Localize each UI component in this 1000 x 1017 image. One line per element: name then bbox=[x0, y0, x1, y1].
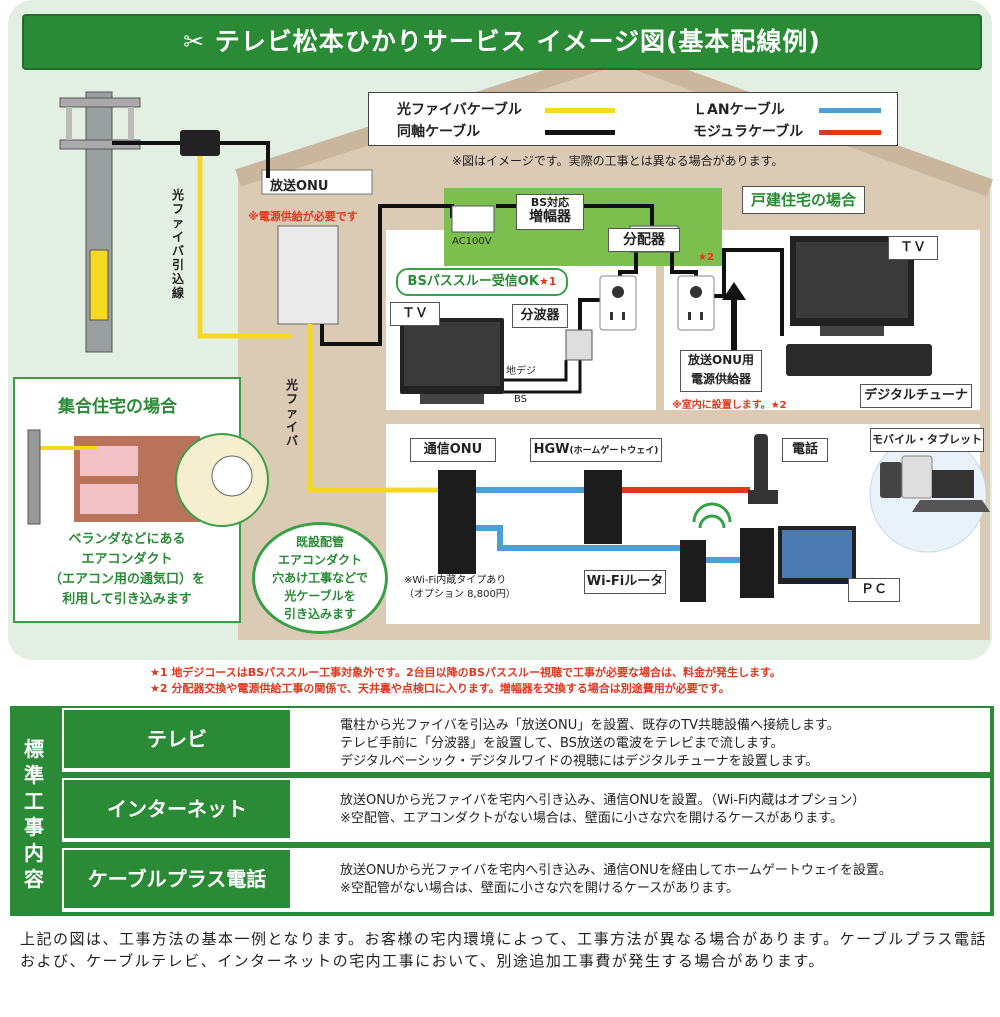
legend: 光ファイバケーブル 同軸ケーブル ＬANケーブル モジュラケーブル bbox=[368, 92, 898, 146]
tv-right-label: ＴＶ bbox=[888, 236, 938, 260]
row-line: ※空配管、エアコンダクトがない場合は、壁面に小さな穴を開けるケースがあります。 bbox=[340, 811, 843, 826]
bs-amp-line1: BS対応 bbox=[530, 196, 570, 209]
side-label-text: 標準工事内容 bbox=[24, 737, 44, 891]
splitter-star: ★2 bbox=[698, 252, 714, 263]
power-note: ※電源供給が必要です bbox=[248, 210, 358, 223]
hgw-sub: (ホームゲートウェイ) bbox=[569, 446, 659, 456]
row-text: 放送ONUから光ファイバを宅内へ引き込み、通信ONUを設置。（Wi-Fi内蔵はオ… bbox=[340, 792, 865, 828]
standard-row-tv: テレビ 電柱から光ファイバを引込み「放送ONU」を設置、既存のTV共聴設備へ接続… bbox=[62, 708, 990, 772]
standard-row-phone: ケーブルプラス電話 放送ONUから光ファイバを宅内へ引き込み、通信ONUを経由し… bbox=[62, 848, 990, 912]
standard-work-side-label: 標準工事内容 bbox=[10, 706, 58, 916]
legend-fiber: 光ファイバケーブル bbox=[397, 102, 522, 118]
row-text: 電柱から光ファイバを引込み「放送ONU」を設置、既存のTV共聴設備へ接続します。… bbox=[340, 717, 840, 771]
standard-row-internet: インターネット 放送ONUから光ファイバを宅内へ引き込み、通信ONUを設置。（W… bbox=[62, 778, 990, 842]
apartment-case-label: 集合住宅の場合 bbox=[58, 397, 177, 417]
apartment-text-line: 利用して引き込みます bbox=[62, 592, 192, 607]
mobile-label: モバイル・タブレット bbox=[870, 428, 984, 452]
row-heading: インターネット bbox=[64, 780, 290, 838]
bubble-line: 光ケーブルを bbox=[284, 589, 356, 603]
footnote-2: ★2 分配器交換や電源供給工事の関係で、天井裏や点検口に入ります。増幅器を交換す… bbox=[150, 682, 730, 695]
apartment-text-line: ベランダなどにある bbox=[68, 532, 186, 547]
legend-lan-swatch bbox=[819, 108, 881, 113]
row-heading: テレビ bbox=[64, 710, 290, 768]
footnotes: ★1 地デジコースはBSパススルー工事対象外です。2台目以降のBSパススルー視聴… bbox=[150, 665, 980, 697]
row-heading: ケーブルプラス電話 bbox=[64, 850, 290, 908]
power-supply-line2: 電源供給器 bbox=[690, 372, 751, 386]
diagram: ✂ テレビ松本ひかりサービス イメージ図(基本配線例) 光ファイバケーブル 同軸… bbox=[8, 0, 994, 697]
utility-pole bbox=[59, 91, 141, 353]
row-line: 電柱から光ファイバを引込み「放送ONU」を設置、既存のTV共聴設備へ接続します。 bbox=[340, 718, 840, 733]
wifi-note-line1: ※Wi-Fi内蔵タイプあり bbox=[404, 575, 507, 586]
drop-line-label: 光ファイバ引込線 bbox=[172, 188, 185, 300]
bs-passthrough-star: ★1 bbox=[538, 275, 557, 288]
fiber-label: 光ファイバ bbox=[286, 378, 299, 448]
demux-label: 分波器 bbox=[512, 304, 568, 328]
indoor-note: ※室内に設置します。★2 bbox=[672, 400, 787, 411]
hgw-text: HGW bbox=[533, 442, 570, 457]
power-supply-unit: 放送ONU用 電源供給器 bbox=[680, 350, 762, 392]
bubble-line: 既設配管 bbox=[295, 535, 344, 549]
bs-amp-line2: 増幅器 bbox=[529, 209, 571, 225]
conduit-bubble: 既設配管 エアコンダクト 穴あけ工事などで 光ケーブルを 引き込みます bbox=[252, 522, 388, 634]
digital-tuner-label: デジタルチューナ bbox=[860, 384, 972, 408]
tv-left-label: ＴＶ bbox=[390, 302, 440, 326]
onu-broadcast-label: 放送ONU bbox=[270, 179, 329, 194]
legend-lan: ＬANケーブル bbox=[693, 102, 785, 118]
bubble-line: 引き込みます bbox=[283, 607, 356, 621]
terrestrial-label: 地デジ bbox=[506, 366, 536, 377]
ac100v-label: AC100V bbox=[452, 236, 492, 247]
phone-label: 電話 bbox=[782, 438, 828, 462]
house-case-label: 戸建住宅の場合 bbox=[742, 186, 866, 214]
legend-modular: モジュラケーブル bbox=[693, 124, 804, 140]
row-line: 放送ONUから光ファイバを宅内へ引き込み、通信ONUを設置。（Wi-Fi内蔵はオ… bbox=[340, 793, 866, 808]
standard-work-table: 標準工事内容 テレビ 電柱から光ファイバを引込み「放送ONU」を設置、既存のTV… bbox=[10, 706, 994, 916]
splitter-label: 分配器 bbox=[608, 228, 680, 252]
legend-modular-swatch bbox=[819, 130, 881, 135]
wifi-note-line2: （オプション 8,800円） bbox=[404, 589, 516, 600]
hgw-label: HGW(ホームゲートウェイ) bbox=[530, 438, 662, 462]
row-line: ※空配管がない場合は、壁面に小さな穴を開けるケースがあります。 bbox=[340, 881, 739, 896]
wifi-router-label: Wi-Fiルータ bbox=[584, 570, 666, 594]
wifi-note: ※Wi-Fi内蔵タイプあり （オプション 8,800円） bbox=[404, 574, 516, 602]
diagram-title: ✂ テレビ松本ひかりサービス イメージ図(基本配線例) bbox=[22, 14, 982, 70]
bottom-note: 上記の図は、工事方法の基本一例となります。お客様の宅内環境によって、工事方法が異… bbox=[20, 930, 987, 970]
legend-coax-swatch bbox=[545, 130, 615, 135]
row-line: デジタルベーシック・デジタルワイドの視聴にはデジタルチューナを設置します。 bbox=[340, 754, 819, 769]
row-line: 放送ONUから光ファイバを宅内へ引き込み、通信ONUを経由してホームゲートウェイ… bbox=[340, 863, 892, 878]
bs-passthrough-text: BSパススルー受信OK bbox=[407, 274, 539, 289]
bs-label: BS bbox=[514, 394, 528, 405]
comm-onu-label: 通信ONU bbox=[410, 438, 496, 462]
bs-passthrough-badge: BSパススルー受信OK★1 bbox=[396, 268, 568, 296]
tools-icon: ✂ bbox=[183, 27, 215, 56]
pc-label: ＰＣ bbox=[848, 578, 900, 602]
power-supply-line1: 放送ONU用 bbox=[688, 353, 754, 367]
apartment-text-line: エアコンダクト bbox=[81, 552, 173, 567]
apartment-text: ベランダなどにある エアコンダクト （エアコン用の通気口）を 利用して引き込みま… bbox=[20, 530, 234, 610]
apartment-text-line: （エアコン用の通気口）を bbox=[48, 572, 205, 587]
legend-coax: 同軸ケーブル bbox=[397, 124, 481, 140]
footnote-1: ★1 地デジコースはBSパススルー工事対象外です。2台目以降のBSパススルー視聴… bbox=[150, 666, 781, 679]
legend-fiber-swatch bbox=[545, 108, 615, 113]
disclaimer: ※図はイメージです。実際の工事とは異なる場合があります。 bbox=[452, 154, 784, 168]
bubble-line: エアコンダクト bbox=[277, 553, 362, 567]
row-line: テレビ手前に「分波器」を設置して、BS放送の電波をテレビまで流します。 bbox=[340, 736, 784, 751]
bubble-line: 穴あけ工事などで bbox=[272, 571, 368, 585]
row-text: 放送ONUから光ファイバを宅内へ引き込み、通信ONUを経由してホームゲートウェイ… bbox=[340, 862, 892, 898]
bs-amplifier: BS対応 増幅器 bbox=[516, 194, 584, 230]
